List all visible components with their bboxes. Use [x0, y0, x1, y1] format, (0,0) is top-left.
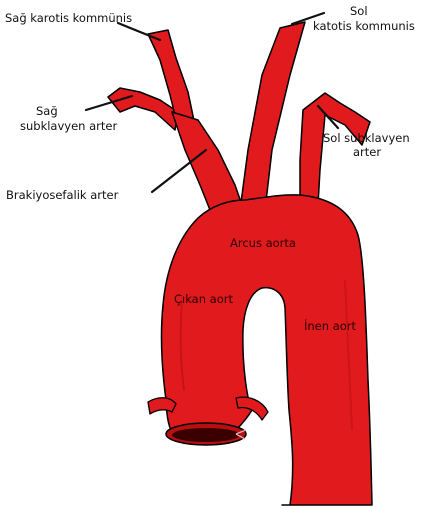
label-sag-karotis: Sağ karotis kommünis [5, 11, 132, 25]
label-inen-aort: İnen aort [304, 318, 357, 333]
label-sol-subklavyen-line1: Sol subklavyen [323, 131, 410, 145]
aortic-root-lumen [172, 428, 240, 442]
brakiyosefalik-vessel [172, 112, 242, 215]
label-sol-subklavyen-line2: arter [353, 145, 381, 159]
label-brakiyosefalik: Brakiyosefalik arter [6, 188, 119, 202]
label-arcus-aorta: Arcus aorta [230, 236, 296, 250]
sag-subklavyen-vessel [108, 88, 178, 130]
leader-sag-karotis [118, 23, 160, 40]
label-sol-karotis-line1: Sol [350, 4, 368, 18]
koroner-dal-sol [148, 398, 176, 414]
vessel-body [108, 22, 372, 505]
label-sol-karotis-line2: katotis kommunis [313, 19, 415, 33]
label-cikan-aort: Çıkan aort [174, 292, 233, 306]
sol-karotis-vessel [240, 22, 305, 210]
label-sag-subklavyen-line2: subklavyen arter [20, 119, 117, 133]
label-sag-subklavyen-line1: Sağ [36, 104, 58, 118]
